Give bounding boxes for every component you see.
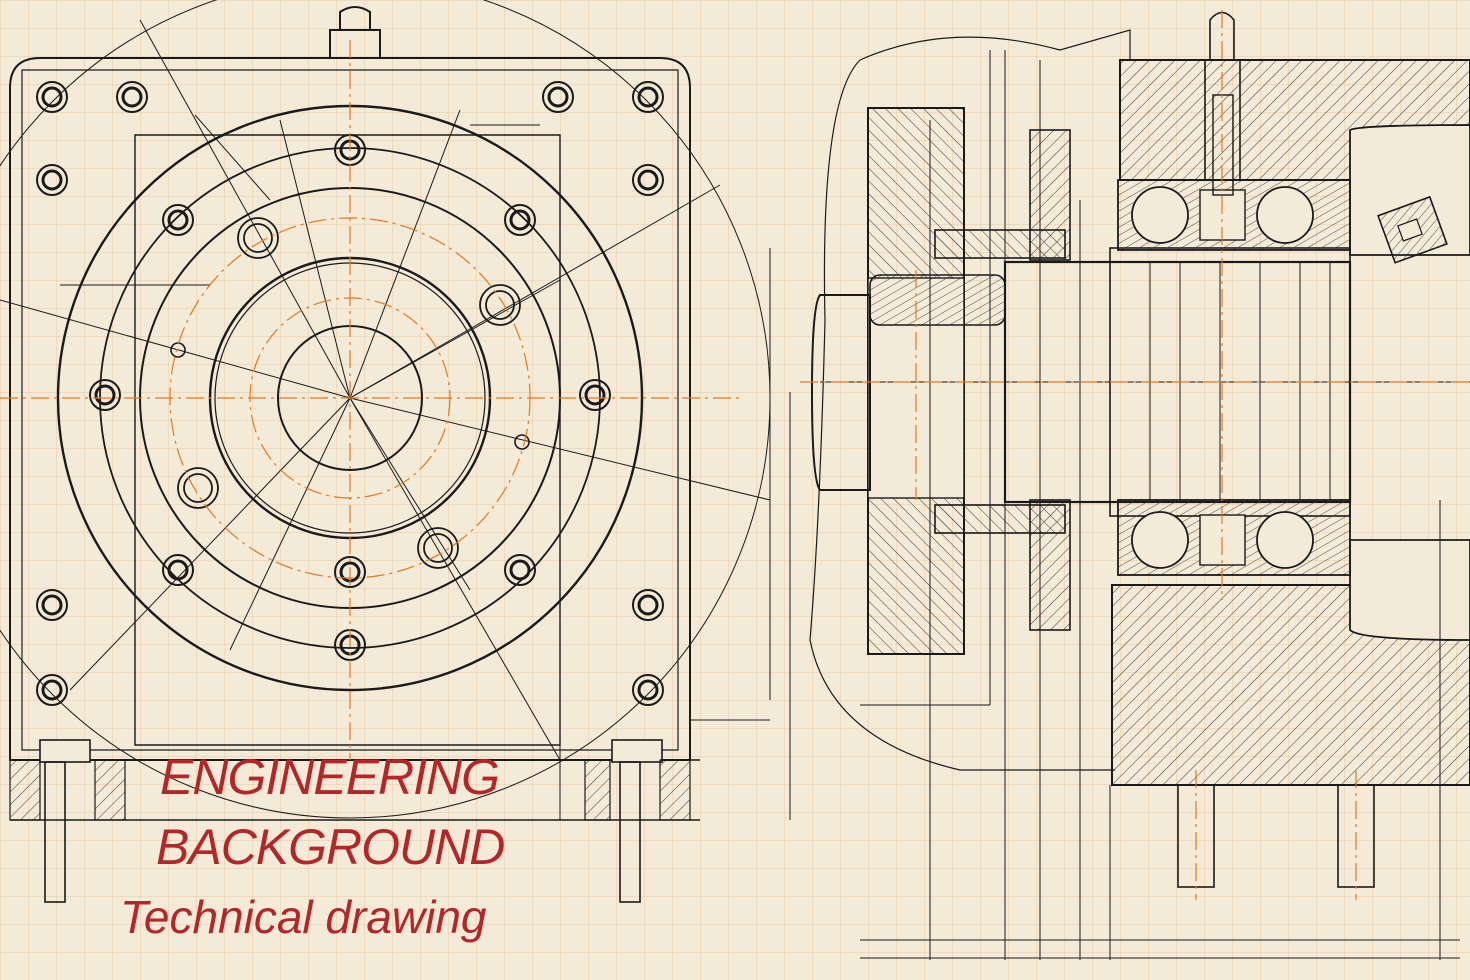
bolt-hole-inner: [637, 679, 659, 701]
bolt-hole-inner: [41, 594, 63, 616]
bolt-hole-inner: [637, 169, 659, 191]
bolt-hole: [36, 674, 68, 706]
bolt-hole: [632, 164, 664, 196]
bolt-hole: [504, 554, 536, 586]
bolt-hole-inner: [547, 86, 569, 108]
bolt-hole: [89, 379, 121, 411]
bolt-hole-inner: [637, 86, 659, 108]
bolt-hole: [632, 589, 664, 621]
bolt-hole: [632, 674, 664, 706]
bolt-hole-inner: [121, 86, 143, 108]
bolt-hole: [116, 81, 148, 113]
bolt-hole: [36, 589, 68, 621]
bolt-hole: [579, 379, 611, 411]
centerlines-front: [0, 40, 740, 760]
large-hole: [485, 290, 515, 320]
bolt-hole-inner: [637, 594, 659, 616]
large-hole: [183, 473, 213, 503]
bolt-hole: [162, 554, 194, 586]
title-line-background: BACKGROUND: [156, 819, 505, 875]
bolt-hole: [542, 81, 574, 113]
large-hole: [177, 467, 219, 509]
pin-hole: [514, 434, 530, 450]
large-hole: [417, 527, 459, 569]
title-line-engineering: ENGINEERING: [160, 749, 500, 805]
bolt-hole-inner: [94, 384, 116, 406]
title-line-technical-drawing: Technical drawing: [120, 891, 487, 943]
bolt-hole: [36, 164, 68, 196]
bearing-assembly-section: [809, 11, 1470, 960]
bolt-hole: [162, 204, 194, 236]
large-hole: [237, 217, 279, 259]
bolt-hole-inner: [41, 679, 63, 701]
bolt-hole: [632, 81, 664, 113]
centerlines-section: [800, 10, 1470, 900]
large-hole: [243, 223, 273, 253]
large-hole: [479, 284, 521, 326]
bolt-hole-inner: [584, 384, 606, 406]
large-hole: [423, 533, 453, 563]
bolt-hole: [504, 204, 536, 236]
bolt-hole-inner: [167, 559, 189, 581]
bolt-hole: [36, 81, 68, 113]
bolt-hole-inner: [509, 209, 531, 231]
bolt-hole-inner: [167, 209, 189, 231]
bolt-hole: [334, 556, 366, 588]
bolt-hole-inner: [509, 559, 531, 581]
bolt-hole-inner: [41, 86, 63, 108]
bolt-hole-inner: [41, 169, 63, 191]
